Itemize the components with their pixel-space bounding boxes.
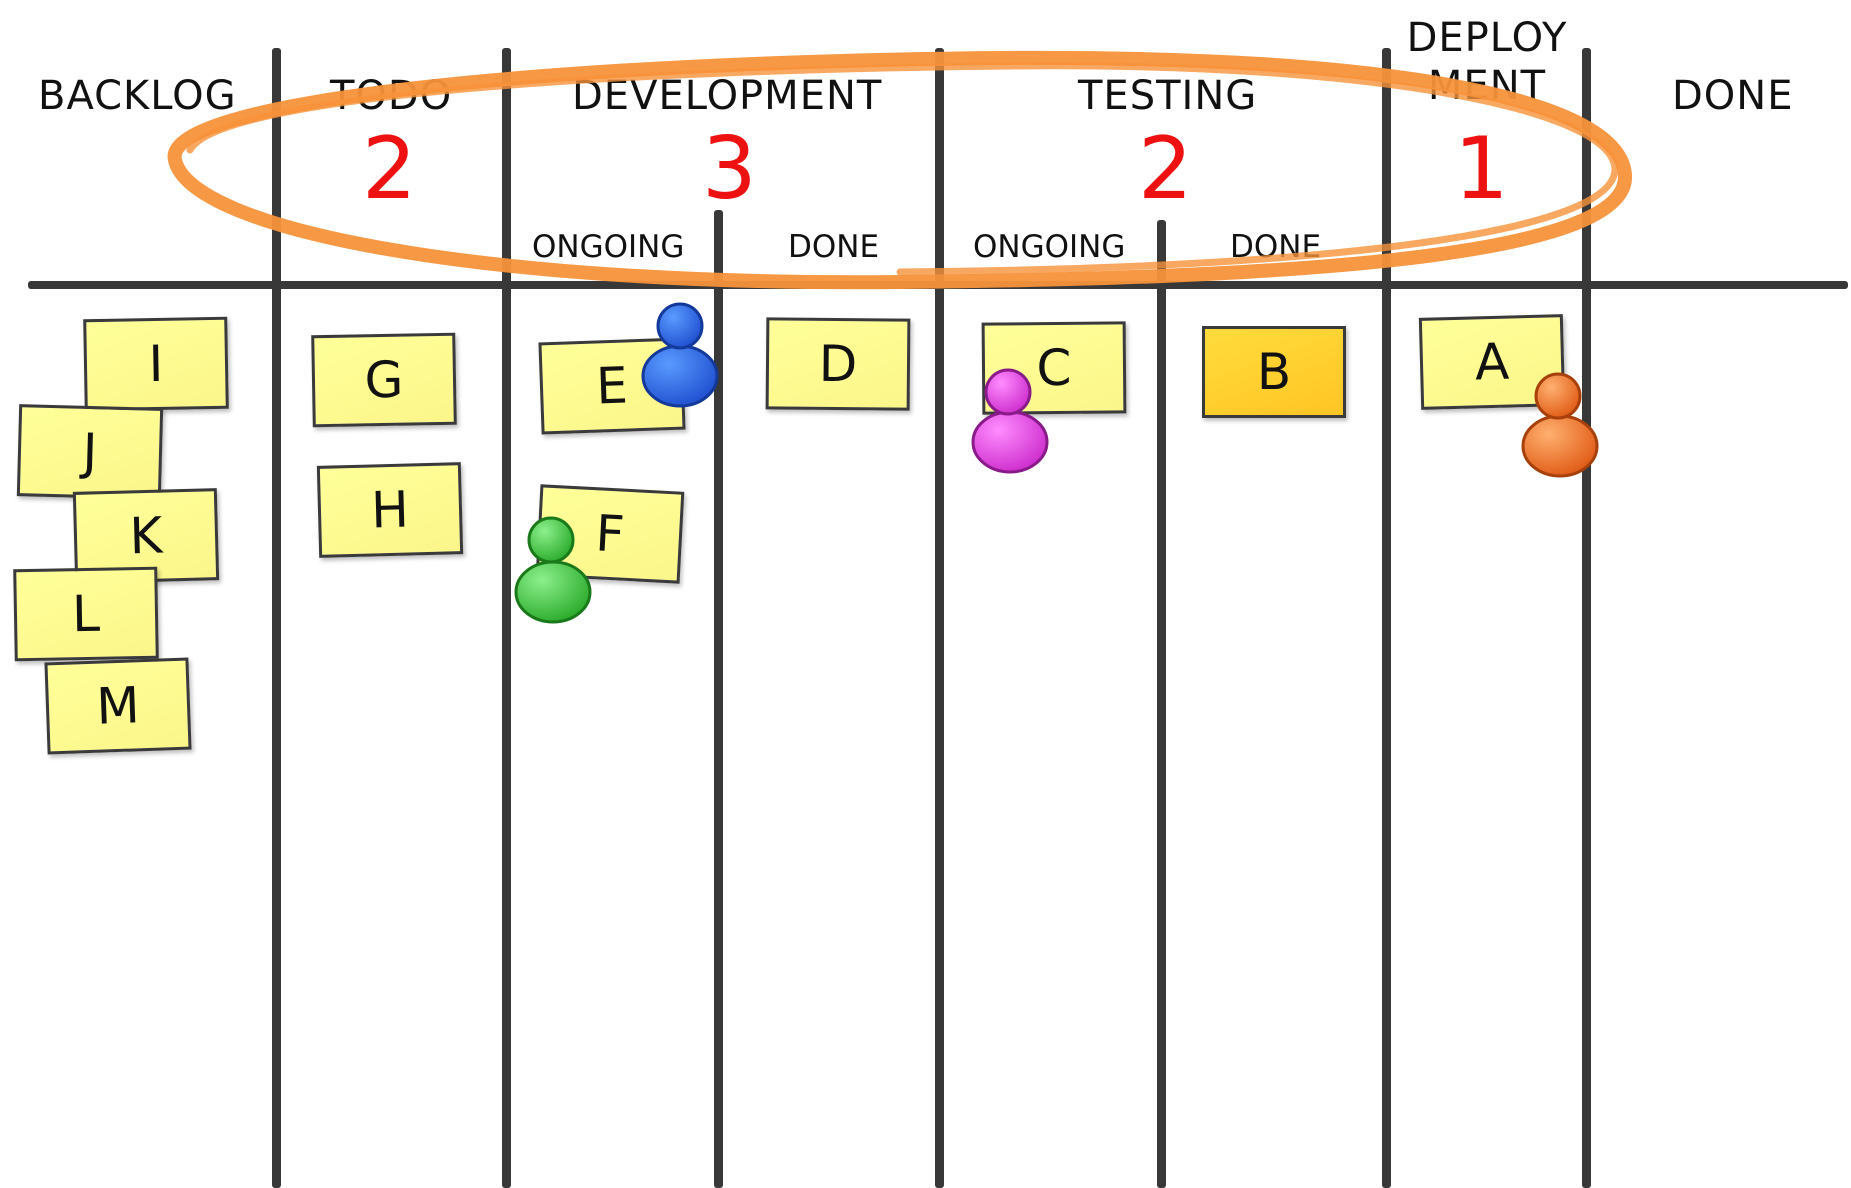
card-f[interactable]: F [535,484,685,584]
card-j[interactable]: J [16,404,164,500]
card-e[interactable]: E [538,337,686,435]
wip-limit-development: 3 [702,119,757,219]
wip-limit-todo: 2 [362,119,417,219]
subcolumn-divider-testing [1157,220,1166,1188]
card-g[interactable]: G [311,332,457,428]
column-header-development: DEVELOPMENT [572,73,883,119]
card-h[interactable]: H [316,462,464,558]
column-header-testing: TESTING [1078,73,1258,119]
subcolumn-divider-development [714,210,723,1188]
subcolumn-header-test-done: DONE [1230,229,1322,265]
column-divider-development-testing [935,48,944,1188]
card-d[interactable]: D [765,317,911,411]
card-l[interactable]: L [13,566,159,662]
card-i[interactable]: I [83,316,229,412]
subcolumn-header-dev-done: DONE [788,229,880,265]
card-b[interactable]: B [1202,326,1346,418]
column-header-deployment-line2: MENT [1427,63,1547,109]
column-divider-deployment-done [1582,48,1591,1188]
column-divider-backlog-todo [272,48,281,1188]
card-a[interactable]: A [1418,314,1566,410]
column-divider-testing-deployment [1382,48,1391,1188]
subcolumn-header-test-ongoing: ONGOING [973,229,1126,265]
subcolumn-header-dev-ongoing: ONGOING [532,229,685,265]
column-header-backlog: BACKLOG [38,73,237,119]
column-header-deployment-line1: DEPLOY [1406,15,1568,61]
column-divider-todo-development [502,48,511,1188]
card-m[interactable]: M [44,657,192,755]
column-header-done: DONE [1672,73,1794,119]
column-header-deployment: DEPLOY MENT [1392,14,1582,110]
column-header-todo: TODO [330,73,453,119]
card-c[interactable]: C [981,321,1127,415]
wip-limit-deployment: 1 [1454,119,1509,219]
wip-limit-testing: 2 [1138,119,1193,219]
